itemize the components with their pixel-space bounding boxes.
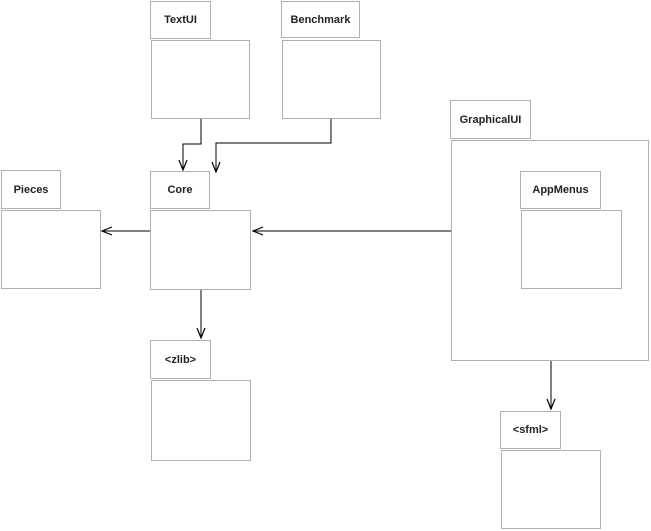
package-core-tab: Core [150, 171, 210, 209]
arrow-textui-to-core [183, 119, 202, 170]
package-graphicalui-tab: GraphicalUI [450, 100, 531, 139]
package-benchmark-label: Benchmark [290, 13, 351, 26]
package-benchmark-tab: Benchmark [281, 1, 360, 38]
package-core-label: Core [167, 184, 193, 196]
package-graphicalui-label: GraphicalUI [459, 113, 522, 126]
package-sfml-body [501, 450, 601, 529]
package-textui-body [151, 40, 250, 119]
package-appmenus-body [521, 210, 622, 289]
package-appmenus-label: AppMenus [532, 184, 589, 196]
package-sfml-label: <sfml> [512, 424, 549, 436]
package-zlib-body [151, 380, 251, 461]
package-pieces-tab: Pieces [1, 170, 61, 209]
package-appmenus-tab: AppMenus [520, 171, 601, 209]
package-zlib-tab: <zlib> [150, 340, 211, 379]
package-sfml-tab: <sfml> [500, 411, 561, 449]
package-core-body [150, 210, 251, 290]
package-benchmark-body [282, 40, 381, 119]
package-pieces-label: Pieces [13, 183, 49, 196]
package-zlib-label: <zlib> [164, 353, 197, 366]
package-pieces-body [1, 210, 101, 289]
arrow-benchmark-to-core [216, 119, 332, 172]
package-textui-tab: TextUI [150, 1, 211, 39]
package-textui-label: TextUI [164, 14, 197, 26]
